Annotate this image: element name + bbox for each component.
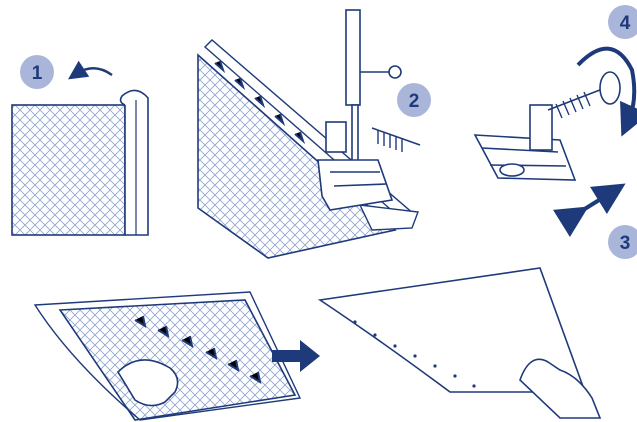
- svg-text:2: 2: [409, 91, 420, 112]
- step-4-badge: 4: [608, 5, 637, 39]
- svg-text:4: 4: [620, 13, 631, 34]
- sewn-fabric: [60, 300, 295, 420]
- svg-text:3: 3: [620, 233, 631, 254]
- curved-arrow-icon: [76, 68, 112, 75]
- step-3-badge: 3: [608, 225, 637, 259]
- panel-sewing-hem: 2: [198, 10, 431, 258]
- panel-fold-fabric: [12, 68, 148, 235]
- panel-sewn-hem: [35, 292, 300, 420]
- svg-text:1: 1: [32, 63, 43, 84]
- fabric-sheet: [12, 105, 125, 235]
- double-arrow-icon: [575, 192, 612, 215]
- hem-fabric: [198, 55, 395, 258]
- step-2-badge: 2: [397, 83, 431, 117]
- panel-finished: [320, 268, 600, 418]
- hemmer-foot: [475, 72, 620, 180]
- step-1-badge: 1: [20, 55, 54, 89]
- panel-foot-adjust: 3 4: [475, 5, 637, 259]
- folded-edge: [121, 90, 148, 235]
